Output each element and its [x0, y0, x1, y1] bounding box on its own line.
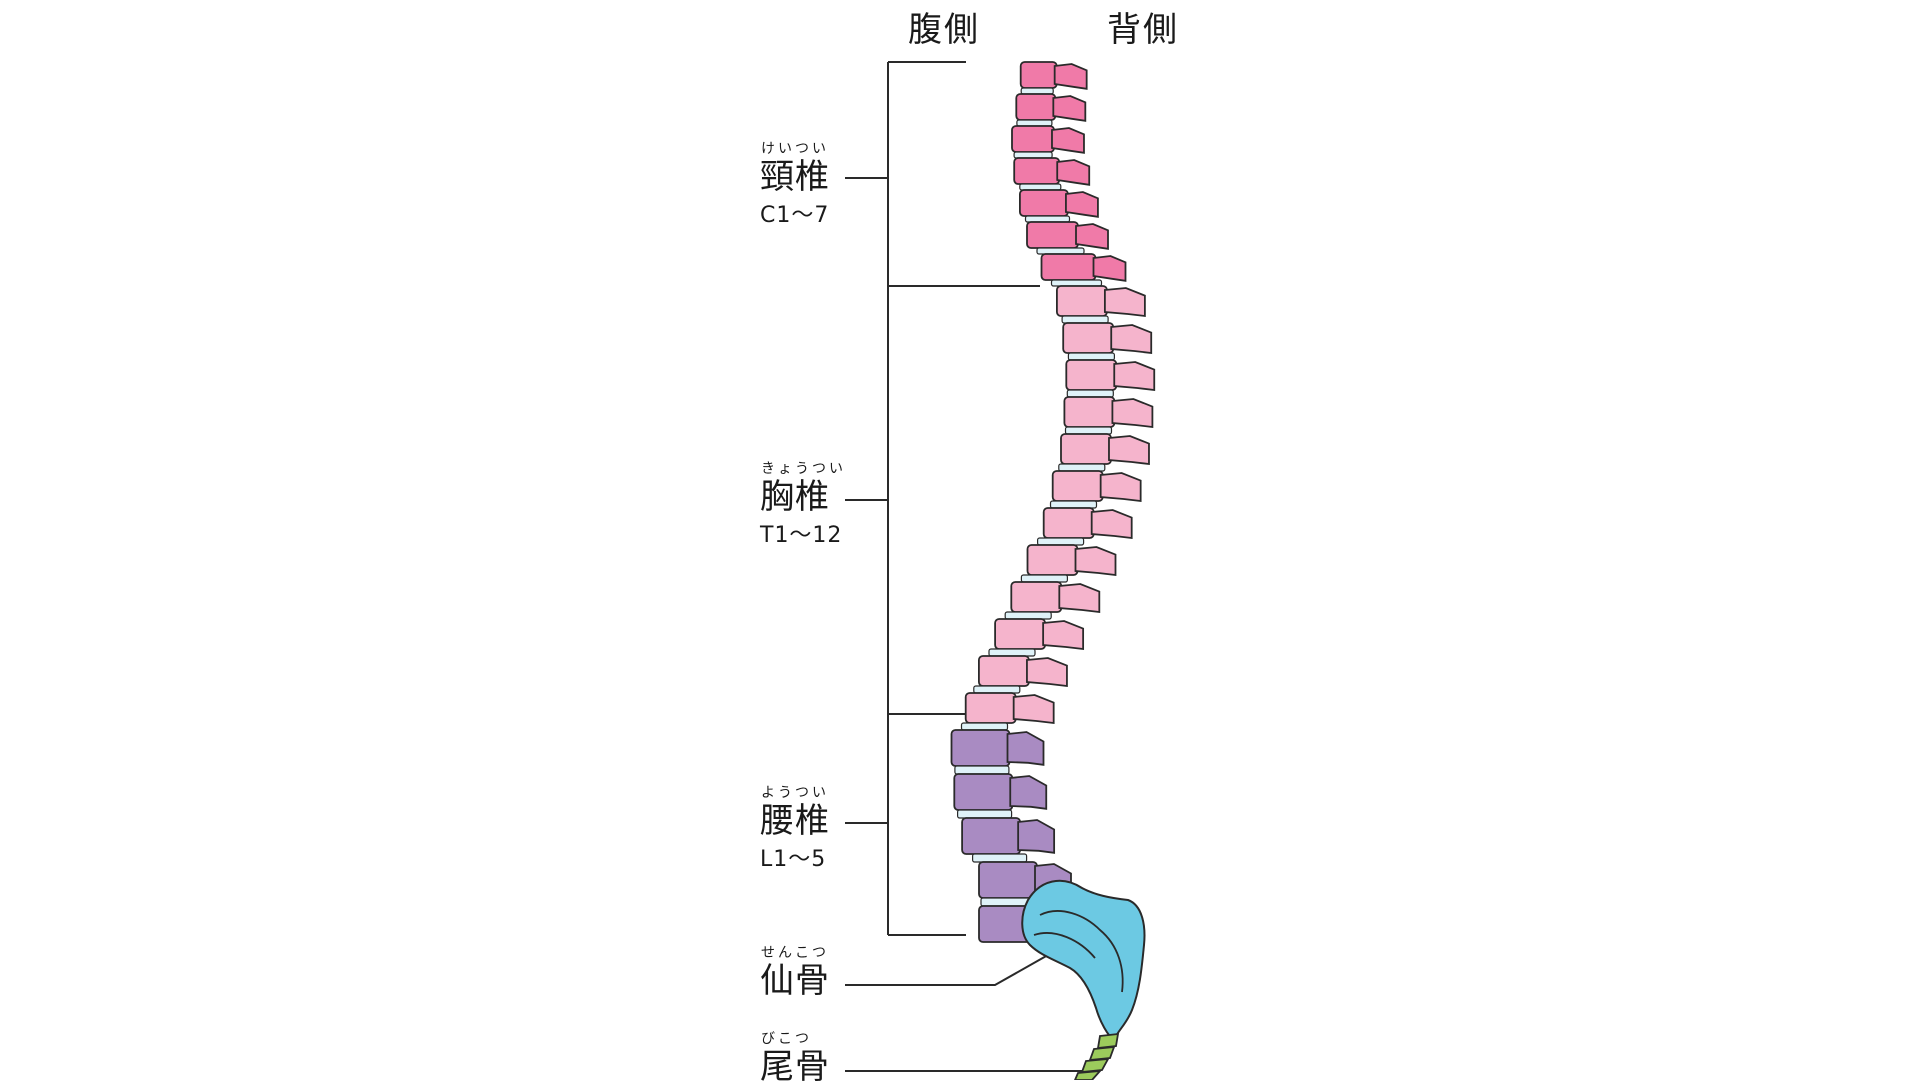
cervical-spinous-process-4 — [1056, 159, 1091, 186]
intervertebral-disc-22 — [971, 853, 1028, 863]
thoracic-vertebra-18 — [978, 655, 1030, 687]
intervertebral-disc-14 — [1036, 537, 1085, 546]
cervical-spinous-process-2 — [1052, 95, 1087, 122]
intervertebral-disc-12 — [1058, 463, 1106, 472]
cervical-name: 頸椎 — [760, 157, 830, 197]
lumbar-spinous-process-22 — [1017, 819, 1056, 854]
intervertebral-disc-17 — [988, 648, 1036, 657]
thoracic-vertebra-14 — [1042, 507, 1095, 539]
sacrum-shape — [1021, 879, 1146, 1042]
cervical-spinous-process-5 — [1065, 191, 1099, 218]
thoracic-vertebra-19 — [964, 692, 1017, 724]
lumbar-vertebra-23 — [978, 861, 1038, 899]
sacrum-ruby: せんこつ — [761, 945, 829, 961]
thoracic-spinous-process-16 — [1058, 583, 1101, 614]
intervertebral-disc-18 — [973, 685, 1021, 694]
cervical-range: C1〜7 — [760, 203, 830, 228]
thoracic-spinous-process-19 — [1012, 694, 1055, 725]
cervical-spinous-process-1 — [1053, 63, 1088, 90]
lumbar-spinous-process-21 — [1009, 775, 1048, 810]
coccyx-ruby: びこつ — [761, 1031, 812, 1047]
cervical-spinous-process-7 — [1092, 255, 1127, 282]
thoracic-vertebra-9 — [1062, 322, 1115, 354]
thoracic-name: 胸椎 — [760, 477, 830, 517]
thoracic-spinous-process-17 — [1042, 620, 1085, 651]
thoracic-spinous-process-10 — [1113, 361, 1156, 392]
intervertebral-disc-16 — [1004, 611, 1052, 620]
dorsal-side-label: 背側 — [1107, 10, 1179, 50]
cervical-label: けいつい 頸椎 C1〜7 — [760, 140, 830, 230]
lumbar-vertebra-21 — [953, 773, 1014, 811]
intervertebral-disc-9 — [1067, 352, 1116, 361]
intervertebral-disc-11 — [1064, 426, 1113, 435]
sacrum-detail — [1039, 910, 1124, 993]
lumbar-name: 腰椎 — [760, 801, 830, 841]
cervical-spinous-process-3 — [1051, 127, 1085, 154]
intervertebral-disc-10 — [1066, 389, 1114, 398]
sacrum-leader — [845, 954, 1049, 986]
intervertebral-disc-21 — [956, 809, 1013, 819]
thoracic-ruby: きょうつい — [761, 461, 846, 477]
sacrum-detail-2 — [1033, 932, 1096, 959]
cervical-spinous-process-6 — [1075, 223, 1109, 250]
intervertebral-disc-20 — [954, 765, 1010, 775]
cervical-vertebra-5 — [1019, 189, 1069, 217]
ventral-side-label: 腹側 — [908, 10, 980, 50]
coccyx-shape — [1074, 1032, 1120, 1080]
sacrum-name: 仙骨 — [760, 961, 830, 1001]
thoracic-vertebra-10 — [1065, 359, 1118, 391]
lumbar-ruby: ようつい — [761, 785, 829, 801]
thoracic-spinous-process-11 — [1111, 398, 1154, 429]
lumbar-vertebra-22 — [961, 817, 1021, 855]
lumbar-label: ようつい 腰椎 L1〜5 — [760, 784, 830, 874]
thoracic-spinous-process-9 — [1110, 324, 1153, 355]
cervical-ruby: けいつい — [761, 141, 829, 157]
sacrum-label: せんこつ 仙骨 — [760, 944, 830, 1000]
thoracic-vertebra-16 — [1010, 581, 1063, 613]
thoracic-spinous-process-15 — [1074, 546, 1117, 577]
cervical-vertebra-2 — [1015, 93, 1057, 121]
bracket-lines — [845, 61, 1085, 1072]
thoracic-spinous-process-18 — [1026, 657, 1068, 688]
intervertebral-disc-13 — [1049, 500, 1098, 509]
cervical-vertebra-7 — [1040, 253, 1097, 281]
intervertebral-disc-15 — [1020, 574, 1069, 583]
thoracic-spinous-process-13 — [1099, 472, 1142, 503]
thoracic-vertebra-17 — [994, 618, 1046, 650]
cervical-vertebra-6 — [1026, 221, 1079, 249]
thoracic-label: きょうつい 胸椎 T1〜12 — [760, 460, 846, 550]
thoracic-range: T1〜12 — [760, 523, 843, 548]
thoracic-spinous-process-8 — [1103, 287, 1146, 318]
cervical-vertebra-3 — [1011, 125, 1055, 153]
lumbar-vertebra-20 — [950, 729, 1011, 767]
cervical-vertebra-4 — [1013, 157, 1061, 185]
thoracic-vertebra-11 — [1063, 396, 1116, 428]
thoracic-vertebra-12 — [1060, 433, 1112, 465]
spine-column — [950, 61, 1156, 943]
thoracic-vertebra-8 — [1056, 285, 1108, 317]
cervical-vertebra-1 — [1019, 61, 1058, 89]
lumbar-range: L1〜5 — [760, 847, 827, 872]
thoracic-spinous-process-14 — [1090, 509, 1133, 540]
intervertebral-disc-19 — [960, 722, 1009, 731]
lumbar-spinous-process-20 — [1006, 731, 1045, 766]
thoracic-vertebra-13 — [1051, 470, 1104, 502]
intervertebral-disc-8 — [1061, 315, 1109, 324]
thoracic-spinous-process-12 — [1108, 435, 1150, 466]
thoracic-vertebra-15 — [1026, 544, 1079, 576]
